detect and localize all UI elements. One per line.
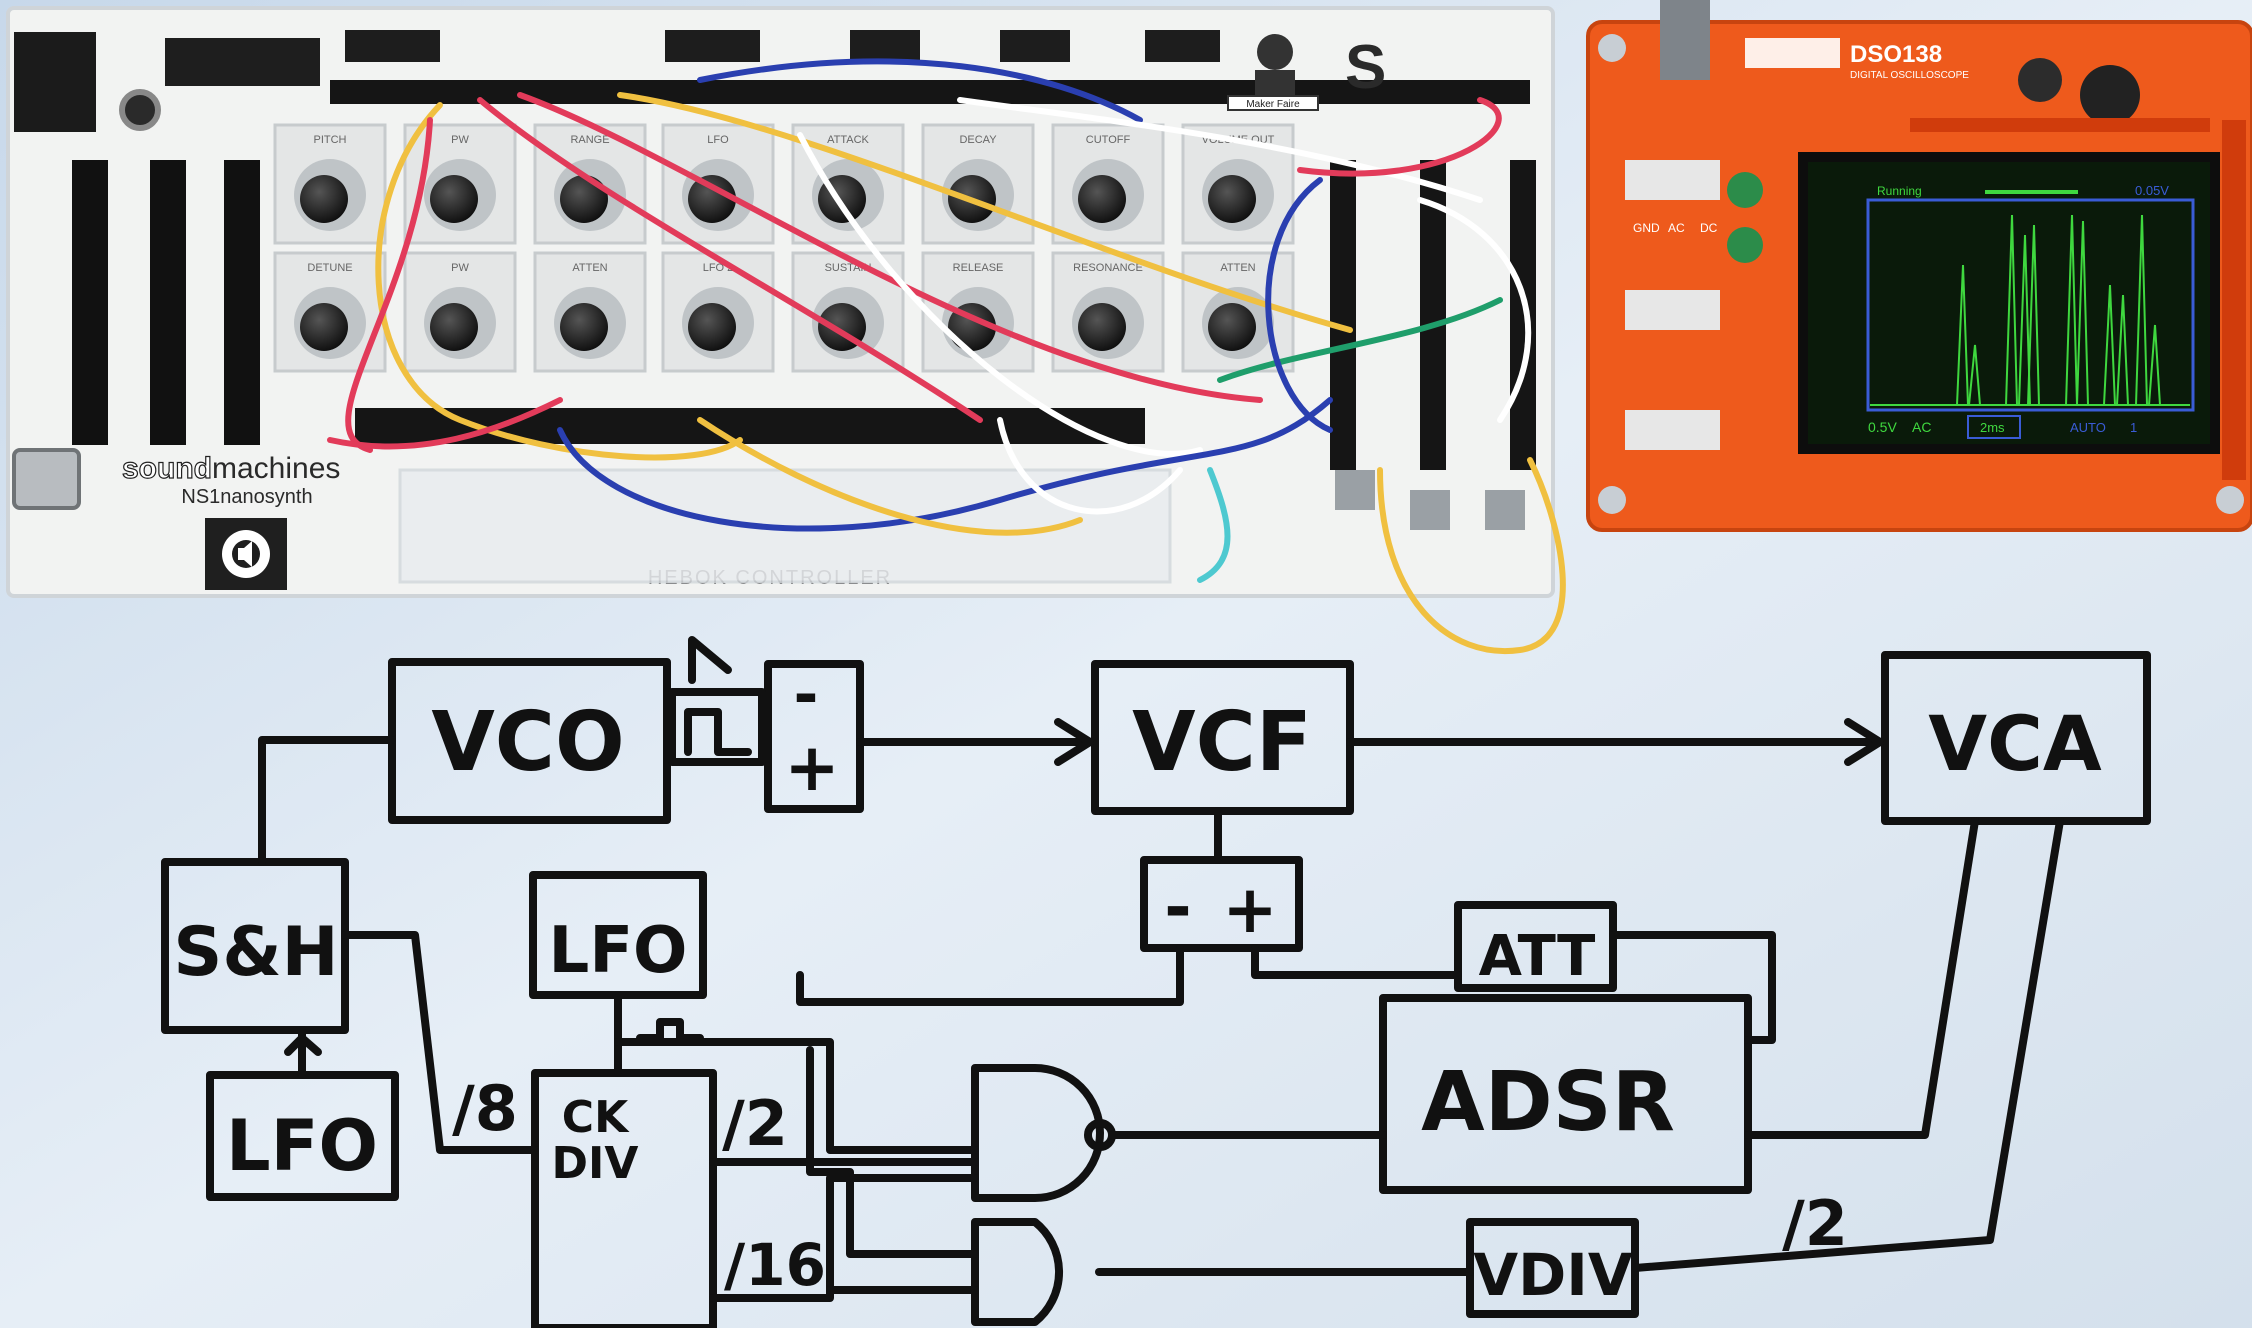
reset-button <box>122 92 158 128</box>
knob-label: LFO <box>707 134 729 146</box>
div2-label: /2 <box>722 1087 788 1160</box>
knob-label: DETUNE <box>307 262 352 274</box>
mixer-minus-sign: - <box>794 660 819 730</box>
mount-hole <box>1598 486 1626 514</box>
tactile-button <box>1410 490 1450 530</box>
sh-label: S&H <box>173 913 338 992</box>
switch-label: AC <box>1668 221 1685 235</box>
capacitor <box>2080 65 2140 125</box>
knob-label: ATTEN <box>1220 262 1255 274</box>
mount-hole <box>2216 486 2244 514</box>
capacitor <box>2018 58 2062 102</box>
ckdiv-label-line2: DIV <box>552 1138 639 1189</box>
power-jack <box>14 32 96 132</box>
knob-label: PW <box>451 134 469 146</box>
knob[interactable] <box>430 175 478 223</box>
lfo-top-label: LFO <box>549 914 688 988</box>
knob-label: RESONANCE <box>1073 262 1143 274</box>
vcf-label: VCF <box>1132 695 1312 790</box>
header-strip <box>72 160 108 445</box>
slide-switch <box>1625 410 1720 450</box>
knob[interactable] <box>1208 175 1256 223</box>
brand-bold: sound <box>122 452 212 485</box>
scope-coupling: AC <box>1912 419 1931 435</box>
brand-name: soundmachines <box>122 452 340 485</box>
knob[interactable] <box>1078 303 1126 351</box>
knob-label: DECAY <box>959 134 997 146</box>
pcb-label-block <box>850 30 920 62</box>
scope-volts-div: 0.5V <box>1868 419 1897 435</box>
scope-trigger-mode: AUTO <box>2070 420 2106 435</box>
header-strip <box>150 160 186 445</box>
pcb-label-block <box>1000 30 1070 62</box>
vco-label: VCO <box>431 695 624 790</box>
pcb-label-block <box>345 30 440 62</box>
knob-label: ATTEN <box>572 262 607 274</box>
synth-board: Maker Faire S PITCH PW RANGE LFO ATTACK DECAY… <box>8 8 1563 651</box>
knob-label: RELEASE <box>953 262 1004 274</box>
scope-header <box>1910 118 2210 132</box>
vca-label: VCA <box>1928 699 2102 788</box>
slide-switch <box>1625 160 1720 200</box>
vdiv-label: VDIV <box>1473 1241 1633 1309</box>
knob-label: PW <box>451 262 469 274</box>
maker-faire-label: Maker Faire <box>1246 99 1300 110</box>
cv-plus-sign: + <box>1222 871 1277 948</box>
mixer-plus-sign: + <box>784 729 839 806</box>
scope-trigger-level: 0.05V <box>2135 183 2169 198</box>
green-led <box>1727 172 1763 208</box>
scope-status: Running <box>1877 184 1922 198</box>
switch-label: GND <box>1633 221 1660 235</box>
slide-switch <box>1625 290 1720 330</box>
knob-label: RANGE <box>570 134 609 146</box>
knob[interactable] <box>300 175 348 223</box>
mount-hole <box>1598 34 1626 62</box>
switch-label: DC <box>1700 221 1718 235</box>
knob[interactable] <box>560 303 608 351</box>
att-label: ATT <box>1479 924 1596 989</box>
scope-subtitle: DIGITAL OSCILLOSCOPE <box>1850 70 1969 81</box>
div16-label: /16 <box>724 1231 826 1299</box>
knob[interactable] <box>300 303 348 351</box>
knob[interactable] <box>430 303 478 351</box>
oscilloscope: DSO138 DIGITAL OSCILLOSCOPE GND AC DC Ru… <box>1588 0 2252 530</box>
knob-label: ATTACK <box>827 134 869 146</box>
knob[interactable] <box>560 175 608 223</box>
scope-header <box>2222 120 2246 480</box>
header-strip <box>1510 160 1536 470</box>
green-led <box>1727 227 1763 263</box>
tactile-button <box>1335 470 1375 510</box>
bnc-connector <box>1660 0 1710 80</box>
knob-label: PITCH <box>314 134 347 146</box>
knob[interactable] <box>1078 175 1126 223</box>
speaker-gear-icon <box>205 518 287 590</box>
model-name: NS1nanosynth <box>181 486 312 508</box>
pcb-label-block <box>665 30 760 62</box>
lfo-bottom-label: LFO <box>226 1105 378 1187</box>
scope-model: DSO138 <box>1850 41 1942 68</box>
tactile-button <box>1485 490 1525 530</box>
scope-logo-box <box>1745 38 1840 68</box>
pcb-label-block <box>1145 30 1220 62</box>
knob[interactable] <box>688 303 736 351</box>
knob-label: CUTOFF <box>1086 134 1131 146</box>
scope-timebase: 2ms <box>1980 420 2005 435</box>
vdiv2-label: /2 <box>1782 1187 1848 1260</box>
black-relay <box>165 38 320 86</box>
knob[interactable] <box>1208 303 1256 351</box>
div8-label: /8 <box>452 1072 518 1145</box>
header-strip <box>1330 160 1356 470</box>
usb-port <box>14 450 79 508</box>
adsr-label: ADSR <box>1421 1055 1675 1150</box>
ckdiv-label-line1: CK <box>562 1092 630 1143</box>
cv-minus-sign: - <box>1164 869 1191 946</box>
header-strip <box>224 160 260 445</box>
scope-channel: 1 <box>2130 420 2137 435</box>
s-logo-icon: S <box>1345 33 1386 102</box>
brand-light: machines <box>212 452 340 485</box>
